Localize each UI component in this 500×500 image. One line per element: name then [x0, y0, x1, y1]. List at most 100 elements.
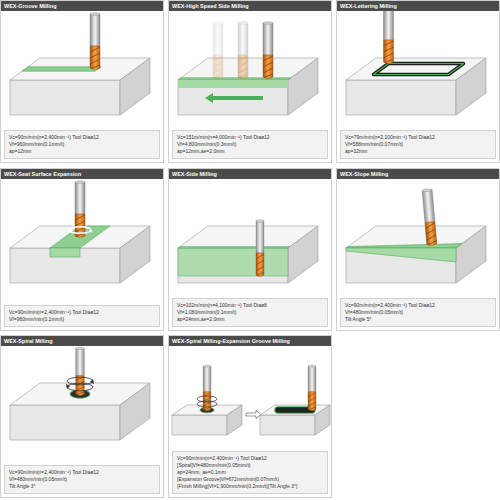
- milling-panel: WEX-Slope MillingVc=90m/min(n=2,400min⁻¹…: [336, 168, 500, 331]
- cutting-conditions: Vc=79m/min(n=2,100min⁻¹) Tool Diaø12Vf=5…: [340, 130, 496, 159]
- condition-text: Vc=90m/min(n=2,400min⁻¹) Tool Diaø12: [9, 134, 155, 141]
- small-workpiece-block: [260, 405, 330, 435]
- cutting-conditions: Vc=90m/min(n=2,400min⁻¹) Tool Diaø12Vf=9…: [4, 130, 160, 159]
- milling-panel: WEX-Seat Surface ExpansionVc=90m/min(n=2…: [0, 168, 164, 331]
- slope-face: [346, 248, 456, 262]
- seat-expansion-figure: [10, 181, 150, 283]
- rotation-arrow: [69, 227, 91, 233]
- panel-title: WEX-Groove Milling: [1, 1, 163, 11]
- panel-header: WEX-Spiral Milling-Expansion Groove Mill…: [169, 336, 331, 346]
- panel-header: WEX-Seat Surface Expansion: [1, 169, 163, 179]
- end-mill: [384, 7, 394, 64]
- milling-panel: WEX-Groove MillingVc=90m/min(n=2,400min⁻…: [0, 0, 164, 163]
- condition-text: ap=24mm, ae=0.1mm: [177, 469, 323, 476]
- condition-text: Vf=960mm/min(0.1mm/t): [9, 316, 155, 323]
- groove-outline: [278, 406, 312, 414]
- panel-header: WEX-Slope Milling: [337, 169, 499, 179]
- panel-header: WEX-Side Milling: [169, 169, 331, 179]
- milling-panel: WEX-Lettering MillingVc=79m/min(n=2,100m…: [336, 0, 500, 163]
- cutting-conditions: Vc=90m/min(n=2,400min⁻¹) Tool Diaø12Vf=4…: [4, 465, 160, 494]
- cutting-conditions: Vc=90m/min(n=2,400min⁻¹) Tool Diaø12[Spi…: [172, 451, 328, 494]
- workpiece: [10, 347, 150, 440]
- panel-header: WEX-Lettering Milling: [337, 1, 499, 11]
- milling-panel: WEX-Spiral MillingVc=90m/min(n=2,400min⁻…: [0, 335, 164, 498]
- cut-face: [178, 248, 288, 276]
- condition-text: Vc=79m/min(n=2,100min⁻¹) Tool Diaø12: [345, 134, 491, 141]
- condition-text: Vf=588mm/min(0.07mm/t): [345, 141, 491, 148]
- condition-text: Vc=151m/min(n=4,000min⁻¹) Tool Diaø12: [177, 134, 323, 141]
- expansion-groove: [278, 407, 312, 412]
- end-mill: [263, 22, 273, 79]
- cutting-conditions: Vc=102m/min(n=4,100min⁻¹) Tool Diaø8Vf=1…: [172, 298, 328, 327]
- slope-surface: [346, 244, 462, 248]
- slope-milling-figure: [346, 189, 486, 283]
- end-mill: [203, 365, 211, 410]
- condition-text: [Expansion Groove]Vf=672mm/min(0.07mm/t): [177, 476, 323, 483]
- end-mill: [308, 365, 316, 410]
- groove-milling-figure: [10, 13, 150, 115]
- condition-text: ap=12mm,ae=2.0mm: [177, 148, 323, 155]
- condition-text: Vc=90m/min(n=2,400min⁻¹) Tool Diaø12: [345, 302, 491, 309]
- spiral-path: [67, 377, 93, 385]
- lettering-slot: [374, 64, 464, 75]
- workpiece-block: [10, 58, 150, 115]
- tool-ghost: [238, 22, 248, 79]
- condition-text: [Spiral]Vf=480mm/min(0.05mm/t): [177, 462, 323, 469]
- feed-arrow: [205, 93, 263, 103]
- side-milling-figure: [178, 22, 318, 115]
- end-mill: [422, 189, 437, 246]
- lettering-path: [374, 64, 464, 75]
- condition-text: ap=12mm: [345, 148, 491, 155]
- condition-text: Vf=1,080mm/min(0.1mm/t): [177, 309, 323, 316]
- cutting-conditions: Vc=151m/min(n=4,000min⁻¹) Tool Diaø12Vf=…: [172, 130, 328, 159]
- workpiece-a: [172, 365, 242, 435]
- panel-header: WEX-High Speed Side Milling: [169, 1, 331, 11]
- panel-title: WEX-Spiral Milling-Expansion Groove Mill…: [169, 336, 331, 346]
- spiral-milling-figure: [10, 347, 150, 440]
- cutting-conditions: Vc=90m/min(n=2,400min⁻¹) Tool Diaø12Vf=9…: [4, 305, 160, 327]
- condition-text: ap=24mm,ae=2.0mm: [177, 316, 323, 323]
- milling-panel: WEX-Spiral Milling-Expansion Groove Mill…: [168, 335, 332, 498]
- condition-text: Vc=90m/min(n=2,400min⁻¹) Tool Diaø12: [177, 455, 323, 462]
- workpiece-block: [178, 226, 318, 283]
- panel-title: WEX-Seat Surface Expansion: [1, 169, 163, 179]
- spiral-path: [67, 383, 93, 391]
- condition-text: ap=12mm: [9, 148, 155, 155]
- step-arrow: [246, 411, 261, 419]
- condition-text: Vf=4,800mm/min(0.3mm/t): [177, 141, 323, 148]
- condition-text: Vf=960mm/min(0.1mm/t): [9, 141, 155, 148]
- cutting-conditions: Vc=90m/min(n=2,400min⁻¹) Tool Diaø12Vf=4…: [340, 298, 496, 327]
- groove-path: [22, 67, 101, 71]
- panel-title: WEX-Side Milling: [169, 169, 331, 179]
- condition-text: Vf=480mm/min(0.05mm/t): [345, 309, 491, 316]
- arrow-head: [90, 379, 94, 384]
- condition-text: Tilt Angle 3°: [9, 483, 155, 490]
- end-mill: [256, 220, 264, 277]
- end-mill: [76, 347, 85, 395]
- condition-text: Vc=90m/min(n=2,400min⁻¹) Tool Diaø12: [9, 309, 155, 316]
- panel-header: WEX-Spiral Milling: [1, 336, 163, 346]
- end-mill: [90, 13, 100, 70]
- seat-face: [50, 248, 80, 257]
- cut-band: [178, 78, 291, 80]
- arrow-head: [88, 228, 93, 233]
- workpiece-b: [260, 365, 330, 435]
- cut-face: [178, 80, 288, 88]
- lettering-milling-figure: [346, 7, 486, 115]
- cut-band: [178, 247, 290, 249]
- side-milling-figure: [178, 220, 318, 283]
- panel-title: WEX-High Speed Side Milling: [169, 1, 331, 11]
- tool-ghost: [213, 22, 223, 79]
- milling-panel: WEX-High Speed Side MillingVc=151m/min(n…: [168, 0, 332, 163]
- panel-title: WEX-Slope Milling: [337, 169, 499, 179]
- panel-header: WEX-Groove Milling: [1, 1, 163, 11]
- milling-panel: WEX-Side MillingVc=102m/min(n=4,100min⁻¹…: [168, 168, 332, 331]
- arrow-head: [66, 384, 70, 389]
- spiral-path: [197, 396, 217, 402]
- condition-text: Tilt Angle 5°: [345, 316, 491, 323]
- condition-text: [Finish Milling]Vf=1,900mm/min(0.2mm/t)[…: [177, 483, 323, 490]
- condition-text: Vc=102m/min(n=4,100min⁻¹) Tool Diaø8: [177, 302, 323, 309]
